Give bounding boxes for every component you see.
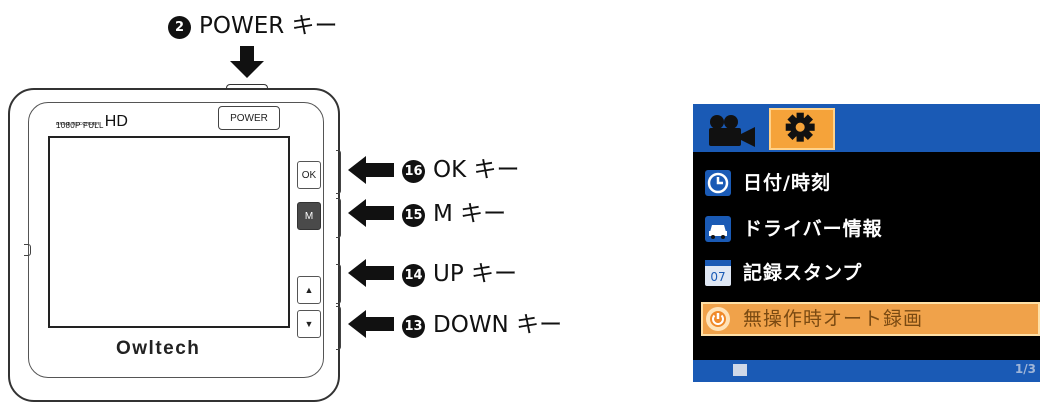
brand-logo: Owltech (116, 338, 201, 359)
m-button[interactable]: M (297, 202, 321, 230)
up-button[interactable]: ▲ (297, 276, 321, 304)
model-label-line2: DRIVE RECORDER (56, 121, 100, 126)
video-camera-icon[interactable] (703, 110, 761, 150)
device-screen (48, 136, 290, 328)
model-label-hd: HD (104, 113, 128, 130)
m-key-text: M キー (433, 201, 507, 227)
car-icon (705, 216, 731, 242)
power-button-cap (226, 84, 268, 91)
number-badge: 16 (402, 160, 425, 183)
ok-button-edge (336, 150, 341, 194)
down-key-text: DOWN キー (433, 312, 563, 338)
down-button-edge (336, 306, 341, 350)
power-key-text: POWER キー (199, 13, 338, 39)
sd-card-icon (733, 364, 747, 376)
menu-item-label: 無操作時オート録画 (743, 308, 924, 330)
number-badge: 13 (402, 315, 425, 338)
calendar-icon: 07 (705, 260, 731, 286)
arrow-left-icon (348, 310, 394, 338)
menu-item-record-stamp[interactable]: 07 記録スタンプ (701, 256, 1040, 290)
menu-tab-bar (693, 104, 1040, 152)
number-badge: 2 (168, 16, 191, 39)
model-label-line1: 1080P FULL (56, 121, 104, 130)
up-key-label: 14 UP キー (402, 260, 517, 288)
power-button[interactable]: POWER (218, 106, 280, 130)
up-key-text: UP キー (433, 261, 518, 287)
ok-key-text: OK キー (433, 157, 520, 183)
clock-icon (705, 170, 731, 196)
ok-key-label: 16 OK キー (402, 156, 520, 184)
arrow-left-icon (348, 156, 394, 184)
menu-status-bar: 1/3 (693, 360, 1040, 382)
arrow-down-icon (230, 46, 264, 78)
arrow-left-icon (348, 259, 394, 287)
gear-icon (785, 112, 815, 142)
power-key-label: 2 POWER キー (168, 12, 338, 40)
settings-menu-screen: 日付/時刻 ドライバー情報 07 記録スタンプ 無操作時オート録画 1/3 (693, 104, 1040, 382)
svg-text:07: 07 (710, 270, 725, 284)
menu-item-label: 日付/時刻 (743, 172, 831, 194)
power-icon (706, 307, 730, 331)
menu-item-datetime[interactable]: 日付/時刻 (701, 166, 1040, 200)
up-button-edge (336, 264, 341, 304)
menu-item-label: ドライバー情報 (743, 218, 883, 240)
down-button[interactable]: ▼ (297, 310, 321, 338)
side-port (24, 244, 31, 256)
menu-item-label: 記録スタンプ (743, 262, 863, 284)
number-badge: 14 (402, 264, 425, 287)
model-label: 1080P FULLHD DRIVE RECORDER (56, 112, 128, 131)
number-badge: 15 (402, 204, 425, 227)
menu-item-driver-info[interactable]: ドライバー情報 (701, 212, 1040, 246)
m-key-label: 15 M キー (402, 200, 506, 228)
dashcam-bezel (28, 102, 324, 378)
menu-item-auto-record[interactable]: 無操作時オート録画 (701, 302, 1040, 336)
settings-tab[interactable] (769, 108, 835, 150)
m-button-edge (336, 198, 341, 238)
ok-button[interactable]: OK (297, 161, 321, 189)
down-key-label: 13 DOWN キー (402, 311, 562, 339)
arrow-left-icon (348, 199, 394, 227)
page-indicator: 1/3 (1014, 362, 1036, 376)
